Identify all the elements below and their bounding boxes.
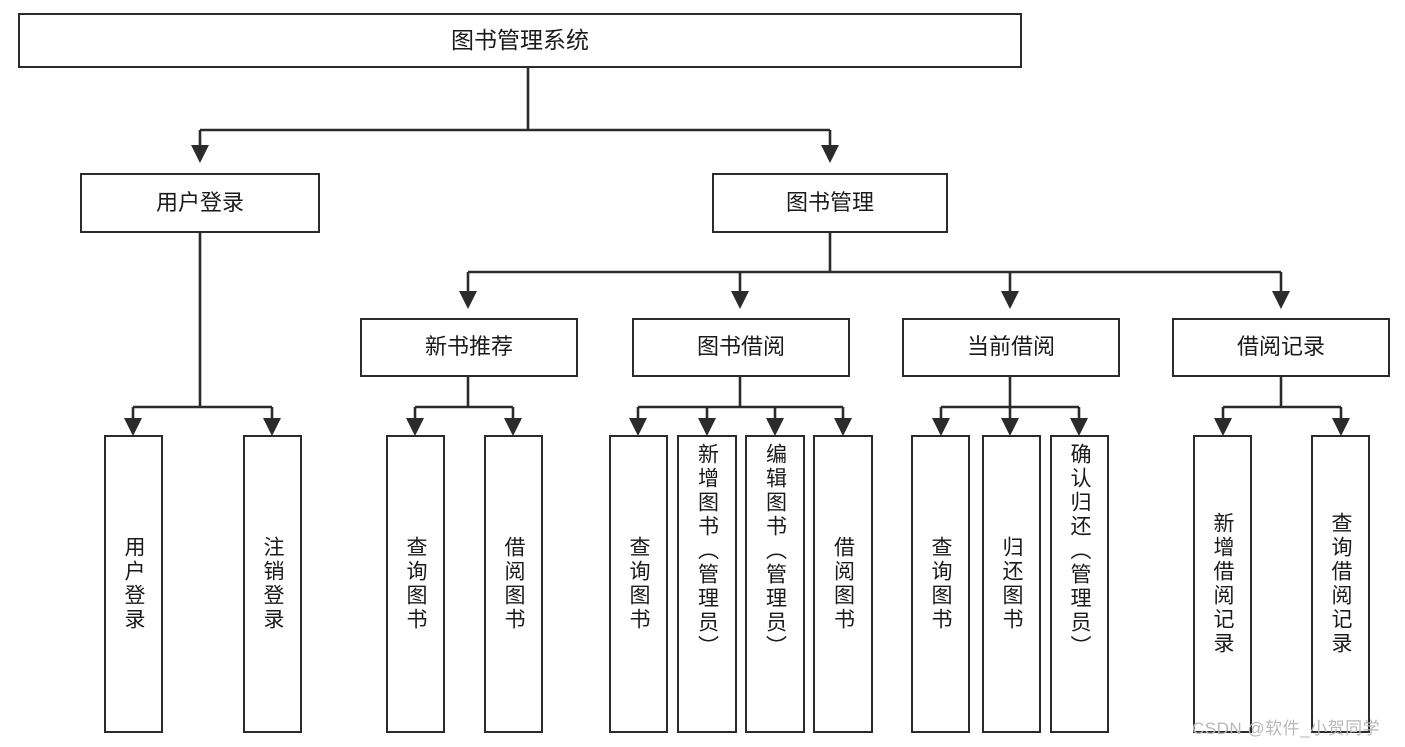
node-leaf-return-book[interactable]: 归还图书 (982, 435, 1041, 733)
node-label: 用户登录 (122, 536, 145, 632)
node-label: 确认归还（管理员） (1068, 443, 1091, 659)
node-label: 用户登录 (155, 189, 244, 215)
node-label: 归还图书 (1000, 536, 1023, 632)
node-label: 图书借阅 (696, 334, 785, 360)
node-leaf-user-login[interactable]: 用户登录 (104, 435, 163, 733)
node-level3-new-book-recommend[interactable]: 新书推荐 (360, 318, 578, 377)
node-label: 借阅记录 (1236, 334, 1325, 360)
node-label: 图书管理 (785, 189, 874, 215)
node-label: 查询借阅记录 (1329, 512, 1352, 656)
node-level3-current-borrow[interactable]: 当前借阅 (902, 318, 1120, 377)
node-level3-book-borrow[interactable]: 图书借阅 (632, 318, 850, 377)
node-label: 注销登录 (261, 536, 284, 632)
node-label: 新增借阅记录 (1211, 512, 1234, 656)
node-label: 查询图书 (627, 536, 650, 632)
node-label: 编辑图书（管理员） (763, 443, 787, 659)
node-label: 新增图书（管理员） (695, 443, 719, 659)
node-leaf-query-borrow-record[interactable]: 查询借阅记录 (1311, 435, 1370, 733)
node-label: 借阅图书 (831, 536, 855, 632)
node-level3-borrow-record[interactable]: 借阅记录 (1172, 318, 1390, 377)
node-level2-book-management[interactable]: 图书管理 (712, 173, 948, 233)
node-level2-user-login[interactable]: 用户登录 (80, 173, 320, 233)
node-leaf-edit-book-admin[interactable]: 编辑图书（管理员） (745, 435, 805, 733)
node-root[interactable]: 图书管理系统 (18, 13, 1022, 68)
node-leaf-borrow-book[interactable]: 借阅图书 (813, 435, 873, 733)
node-label: 借阅图书 (502, 536, 525, 632)
node-leaf-query-book-borrow[interactable]: 查询图书 (609, 435, 668, 733)
node-leaf-query-book-current[interactable]: 查询图书 (911, 435, 970, 733)
node-label: 查询图书 (404, 536, 427, 632)
node-label: 查询图书 (929, 536, 952, 632)
node-label: 新书推荐 (424, 334, 513, 360)
node-leaf-add-borrow-record[interactable]: 新增借阅记录 (1193, 435, 1252, 733)
node-leaf-confirm-return-admin[interactable]: 确认归还（管理员） (1050, 435, 1109, 733)
node-leaf-add-book-admin[interactable]: 新增图书（管理员） (677, 435, 737, 733)
node-label: 当前借阅 (966, 334, 1055, 360)
node-leaf-query-book-rec[interactable]: 查询图书 (386, 435, 445, 733)
node-leaf-logout[interactable]: 注销登录 (243, 435, 302, 733)
watermark: CSDN @软件_小贺同学 (1192, 719, 1381, 738)
node-leaf-borrow-book-rec[interactable]: 借阅图书 (484, 435, 543, 733)
node-label: 图书管理系统 (451, 26, 589, 53)
